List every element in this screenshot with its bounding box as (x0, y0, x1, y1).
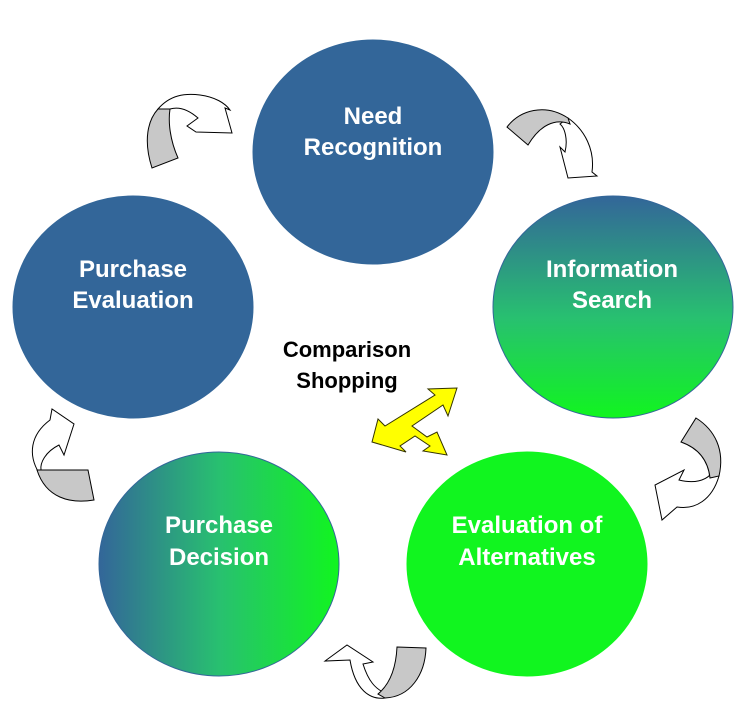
node-label-line1: Purchase (165, 512, 273, 539)
node-label-line2: Decision (169, 544, 269, 571)
center-comparison-shopping: Comparison Shopping (283, 337, 411, 393)
curved-arrow-icon (146, 93, 233, 169)
curved-arrow-icon (31, 408, 95, 502)
node-circle (98, 451, 340, 677)
curved-arrow-icon (654, 417, 722, 521)
node-label-line1: Information (546, 256, 678, 283)
node-circle (12, 195, 254, 419)
node-purchase-evaluation: Purchase Evaluation (12, 195, 254, 419)
center-label-line2: Shopping (296, 368, 397, 393)
three-way-arrow-icon (371, 387, 458, 456)
node-purchase-decision: Purchase Decision (98, 451, 340, 677)
node-evaluation-of-alternatives: Evaluation of Alternatives (406, 451, 648, 677)
node-need-recognition: Need Recognition (252, 39, 494, 265)
node-label-line2: Evaluation (72, 287, 193, 314)
curved-arrow-icon (323, 644, 427, 699)
node-circle (252, 39, 494, 265)
node-circle (492, 195, 734, 419)
node-label-line1: Need (344, 103, 403, 130)
node-circle (406, 451, 648, 677)
node-label-line1: Purchase (79, 256, 187, 283)
node-information-search: Information Search (492, 195, 734, 419)
node-label-line2: Recognition (304, 134, 443, 161)
node-label-line2: Search (572, 287, 652, 314)
node-label-line2: Alternatives (458, 544, 595, 571)
node-label-line1: Evaluation of (452, 512, 604, 539)
center-label-line1: Comparison (283, 337, 411, 362)
curved-arrow-icon (506, 109, 599, 179)
